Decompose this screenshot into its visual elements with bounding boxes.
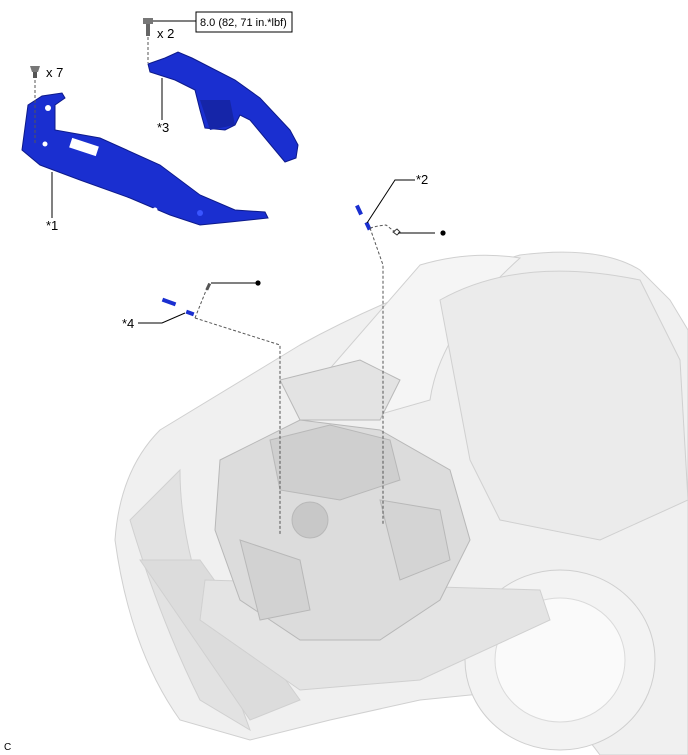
guide-lines (34, 37, 396, 535)
label-part-2: *2 (416, 172, 428, 187)
part-4-connector (161, 282, 212, 317)
bolt-quantity: x 2 (157, 26, 174, 41)
part-1-cool-air-intake-plate (21, 92, 269, 226)
torque-box (195, 11, 293, 33)
clip-icon (30, 66, 40, 78)
figure-code: C (4, 742, 11, 753)
label-part-4: *4 (122, 316, 134, 331)
leader-lines (51, 20, 435, 324)
engine (214, 359, 471, 641)
clip-quantity: x 7 (46, 65, 63, 80)
label-part-1: *1 (46, 218, 58, 233)
torque-spec: 8.0 (82, 71 in.*lbf) (200, 17, 287, 29)
part-3-bracket (147, 51, 299, 163)
marker-dot (255, 280, 261, 286)
marker-dot (440, 230, 446, 236)
bolt-icon (143, 18, 153, 36)
label-part-3: *3 (157, 120, 169, 135)
